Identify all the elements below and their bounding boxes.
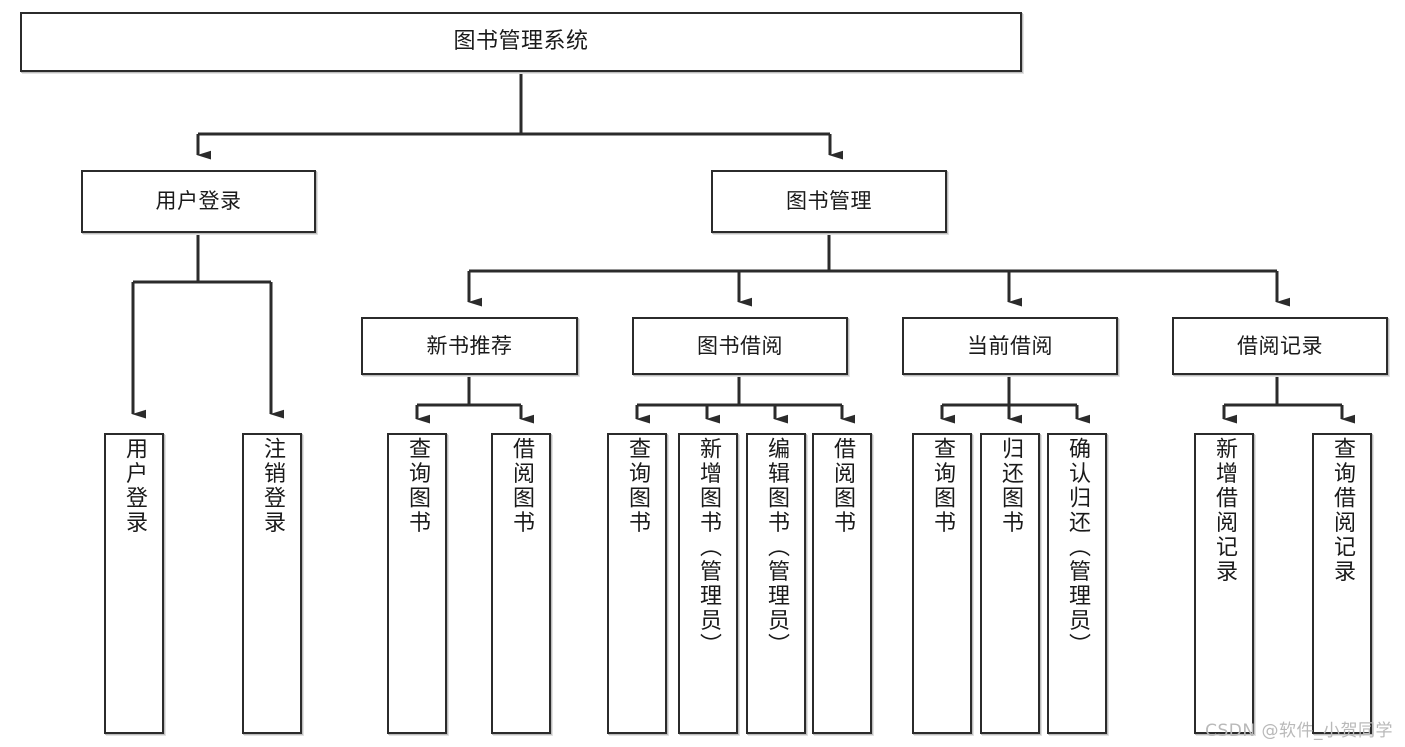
node-leaf-add-book[interactable]: 新增图书（管理员） bbox=[678, 433, 738, 734]
node-leaf-query-book-1-label: 查询图书 bbox=[405, 437, 430, 535]
node-root-label: 图书管理系统 bbox=[453, 29, 589, 55]
node-borrow-record[interactable]: 借阅记录 bbox=[1172, 317, 1388, 375]
node-current-borrow-label: 当前借阅 bbox=[967, 333, 1053, 358]
node-leaf-return-book-label: 归还图书 bbox=[998, 437, 1023, 535]
node-new-book-rec-label: 新书推荐 bbox=[426, 333, 513, 358]
node-leaf-query-book-1[interactable]: 查询图书 bbox=[387, 433, 447, 734]
node-leaf-edit-book-label: 编辑图书（管理员） bbox=[764, 437, 789, 658]
node-leaf-borrow-book-1[interactable]: 借阅图书 bbox=[491, 433, 551, 734]
node-leaf-confirm-return-label: 确认归还（管理员） bbox=[1065, 437, 1090, 658]
node-leaf-confirm-return[interactable]: 确认归还（管理员） bbox=[1047, 433, 1107, 734]
node-book-manage[interactable]: 图书管理 bbox=[711, 170, 947, 233]
node-user-login[interactable]: 用户登录 bbox=[81, 170, 316, 233]
node-leaf-add-book-label: 新增图书（管理员） bbox=[696, 437, 721, 658]
node-root[interactable]: 图书管理系统 bbox=[20, 12, 1022, 72]
node-current-borrow[interactable]: 当前借阅 bbox=[902, 317, 1118, 375]
node-leaf-add-record-label: 新增借阅记录 bbox=[1212, 437, 1237, 584]
node-book-borrow-label: 图书借阅 bbox=[697, 333, 783, 358]
node-leaf-borrow-book-2[interactable]: 借阅图书 bbox=[812, 433, 872, 734]
node-book-manage-label: 图书管理 bbox=[786, 189, 872, 214]
node-leaf-logout[interactable]: 注销登录 bbox=[242, 433, 302, 734]
node-leaf-user-login[interactable]: 用户登录 bbox=[104, 433, 164, 734]
node-user-login-label: 用户登录 bbox=[155, 189, 242, 214]
node-leaf-borrow-book-2-label: 借阅图书 bbox=[830, 437, 855, 535]
node-new-book-rec[interactable]: 新书推荐 bbox=[361, 317, 578, 375]
node-leaf-logout-label: 注销登录 bbox=[260, 437, 285, 535]
csdn-watermark: CSDN @软件_小贺同学 bbox=[1205, 721, 1393, 741]
node-book-borrow[interactable]: 图书借阅 bbox=[632, 317, 848, 375]
node-leaf-query-record-label: 查询借阅记录 bbox=[1330, 437, 1355, 584]
node-leaf-query-record[interactable]: 查询借阅记录 bbox=[1312, 433, 1372, 734]
node-leaf-edit-book[interactable]: 编辑图书（管理员） bbox=[746, 433, 806, 734]
node-leaf-user-login-label: 用户登录 bbox=[122, 437, 147, 535]
node-leaf-query-book-3-label: 查询图书 bbox=[930, 437, 955, 535]
node-leaf-query-book-2-label: 查询图书 bbox=[625, 437, 650, 535]
node-leaf-query-book-2[interactable]: 查询图书 bbox=[607, 433, 667, 734]
node-leaf-add-record[interactable]: 新增借阅记录 bbox=[1194, 433, 1254, 734]
node-leaf-query-book-3[interactable]: 查询图书 bbox=[912, 433, 972, 734]
node-leaf-borrow-book-1-label: 借阅图书 bbox=[509, 437, 534, 535]
node-borrow-record-label: 借阅记录 bbox=[1237, 333, 1323, 358]
node-leaf-return-book[interactable]: 归还图书 bbox=[980, 433, 1040, 734]
